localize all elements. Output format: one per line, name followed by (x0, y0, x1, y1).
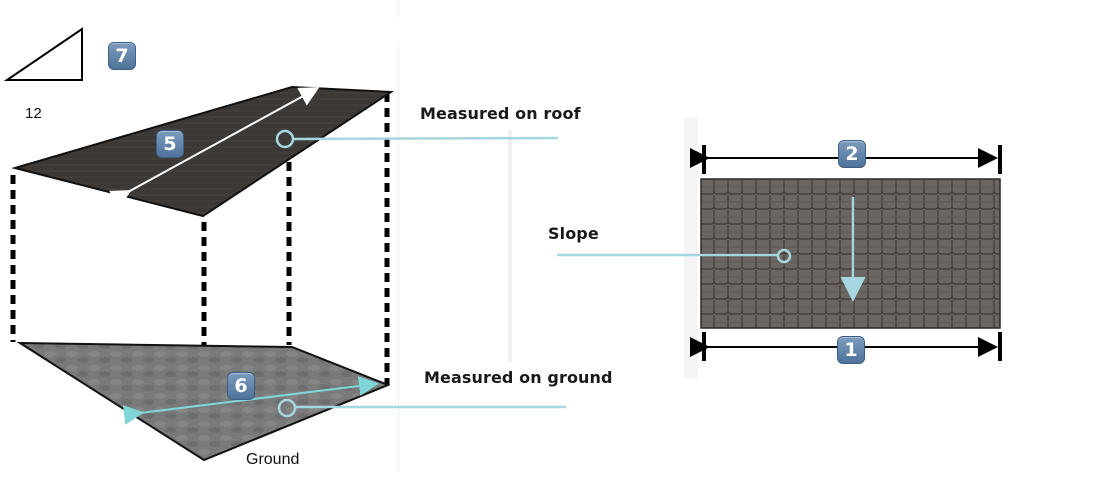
ground-label: Ground (246, 451, 300, 468)
roof-callout-line (292, 136, 559, 141)
divider-line (398, 42, 399, 472)
shingle-roof-plan (700, 178, 1001, 329)
divider-line (684, 118, 698, 378)
divider-line (508, 130, 512, 362)
badge-7: 7 (108, 42, 136, 70)
ground-length-arrow (122, 376, 379, 425)
ground-plane (16, 341, 391, 462)
measured-on-roof-label: Measured on roof (420, 104, 581, 123)
roof-length-arrow (109, 87, 320, 209)
badge-2: 2 (838, 140, 866, 168)
pitch-run-label: 12 (25, 105, 42, 122)
badge-6: 6 (227, 372, 255, 400)
badge-1: 1 (837, 336, 865, 364)
slope-label: Slope (548, 224, 599, 243)
pitch-triangle-icon (3, 27, 83, 81)
measured-on-ground-label: Measured on ground (424, 368, 613, 387)
badge-5: 5 (156, 130, 184, 158)
divider-line (398, 0, 399, 18)
